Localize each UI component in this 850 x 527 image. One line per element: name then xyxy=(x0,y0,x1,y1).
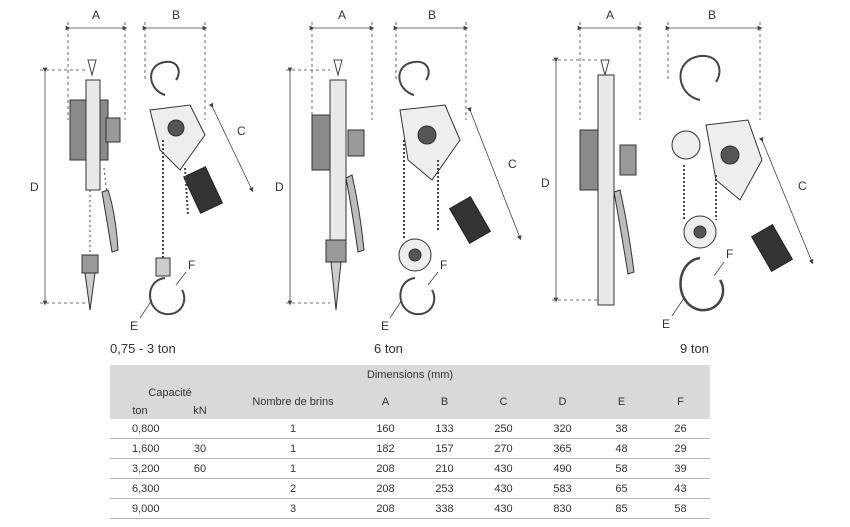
cell-b: 338 xyxy=(415,498,474,519)
cell-d: 490 xyxy=(533,458,592,479)
dim-label-e: E xyxy=(662,317,670,331)
dim-label-a: A xyxy=(338,8,346,22)
cell-b: 210 xyxy=(415,458,474,479)
dim-label-c: C xyxy=(508,157,517,171)
cell-c: 270 xyxy=(474,438,533,459)
cell-c: 430 xyxy=(474,498,533,519)
dim-label-d: D xyxy=(541,176,550,190)
table-title: Dimensions (mm) xyxy=(110,365,710,384)
dim-label-a: A xyxy=(92,8,100,22)
table-row: 1,600 30 1 182 157 270 365 48 29 xyxy=(110,438,710,459)
cell-falls: 2 xyxy=(230,478,356,499)
capacity-header: Capacité xyxy=(110,384,230,402)
capacity-label-3: 9 ton xyxy=(680,341,709,356)
cell-e: 85 xyxy=(592,498,651,519)
cell-c: 250 xyxy=(474,419,533,439)
cell-a: 182 xyxy=(356,438,415,459)
dim-label-b: B xyxy=(708,8,716,22)
cell-b: 253 xyxy=(415,478,474,499)
cell-f: 26 xyxy=(651,419,710,439)
table-subheader-row: ton kN xyxy=(110,402,710,419)
cell-e: 48 xyxy=(592,438,651,459)
falls-header: Nombre de brins xyxy=(230,384,356,419)
capacity-label-2: 6 ton xyxy=(374,341,403,356)
cell-d: 320 xyxy=(533,419,592,439)
table-row: 6,300 2 208 253 430 583 65 43 xyxy=(110,478,710,499)
col-header-e: E xyxy=(592,384,651,419)
cell-a: 208 xyxy=(356,478,415,499)
cell-a: 208 xyxy=(356,458,415,479)
capacity-label-1: 0,75 - 3 ton xyxy=(110,341,176,356)
dim-label-d: D xyxy=(30,180,39,194)
table-title-row: Dimensions (mm) xyxy=(110,365,710,384)
dim-label-e: E xyxy=(381,319,389,333)
dim-label-e: E xyxy=(130,319,138,333)
col-header-b: B xyxy=(415,384,474,419)
cell-e: 58 xyxy=(592,458,651,479)
dim-label-f: F xyxy=(726,247,733,261)
drawing-hoist-9ton: A B D C E F 9 ton xyxy=(541,8,814,356)
dim-label-d: D xyxy=(275,180,284,194)
dim-label-f: F xyxy=(188,258,195,272)
dimensions-table-wrapper: Dimensions (mm) Capacité Nombre de brins… xyxy=(110,365,710,519)
cell-kn xyxy=(170,498,230,519)
cell-kn: 60 xyxy=(170,458,230,479)
table-row: 9,000 3 208 338 430 830 85 58 xyxy=(110,498,710,519)
cell-f: 39 xyxy=(651,458,710,479)
dim-label-c: C xyxy=(237,124,246,138)
cell-ton: 1,600 xyxy=(110,438,170,459)
dim-label-c: C xyxy=(798,179,807,193)
dimensions-table: Dimensions (mm) Capacité Nombre de brins… xyxy=(110,365,710,519)
drawing-hoist-6ton: A B D C E F 6 ton xyxy=(275,8,522,356)
cell-a: 160 xyxy=(356,419,415,439)
cell-d: 583 xyxy=(533,478,592,499)
cell-kn: 30 xyxy=(170,438,230,459)
cell-b: 157 xyxy=(415,438,474,459)
dim-label-f: F xyxy=(440,258,447,272)
col-header-d: D xyxy=(533,384,592,419)
cell-c: 430 xyxy=(474,478,533,499)
technical-drawings: A B D C E F 0,75 xyxy=(30,8,814,356)
cell-f: 58 xyxy=(651,498,710,519)
cell-a: 208 xyxy=(356,498,415,519)
cell-e: 38 xyxy=(592,419,651,439)
col-header-a: A xyxy=(356,384,415,419)
cell-f: 43 xyxy=(651,478,710,499)
cell-f: 29 xyxy=(651,438,710,459)
cell-falls: 1 xyxy=(230,438,356,459)
cell-c: 430 xyxy=(474,458,533,479)
cell-ton: 9,000 xyxy=(110,498,170,519)
col-header-c: C xyxy=(474,384,533,419)
dim-label-a: A xyxy=(606,8,614,22)
dim-label-b: B xyxy=(172,8,180,22)
col-header-f: F xyxy=(651,384,710,419)
cell-e: 65 xyxy=(592,478,651,499)
table-row: 0,800 1 160 133 250 320 38 26 xyxy=(110,419,710,439)
drawing-hoist-small: A B D C E F 0,75 xyxy=(30,8,254,356)
dim-label-b: B xyxy=(428,8,436,22)
cell-b: 133 xyxy=(415,419,474,439)
cell-ton: 0,800 xyxy=(110,419,170,439)
cell-d: 365 xyxy=(533,438,592,459)
table-header-row: Capacité Nombre de brins A B C D E F xyxy=(110,384,710,419)
cell-falls: 1 xyxy=(230,458,356,479)
cell-ton: 6,300 xyxy=(110,478,170,499)
kn-header: kN xyxy=(170,402,230,419)
cell-kn xyxy=(170,419,230,439)
cell-kn xyxy=(170,478,230,499)
table-row: 3,200 60 1 208 210 430 490 58 39 xyxy=(110,458,710,479)
cell-ton: 3,200 xyxy=(110,458,170,479)
ton-header: ton xyxy=(110,402,170,419)
cell-falls: 1 xyxy=(230,419,356,439)
cell-d: 830 xyxy=(533,498,592,519)
cell-falls: 3 xyxy=(230,498,356,519)
